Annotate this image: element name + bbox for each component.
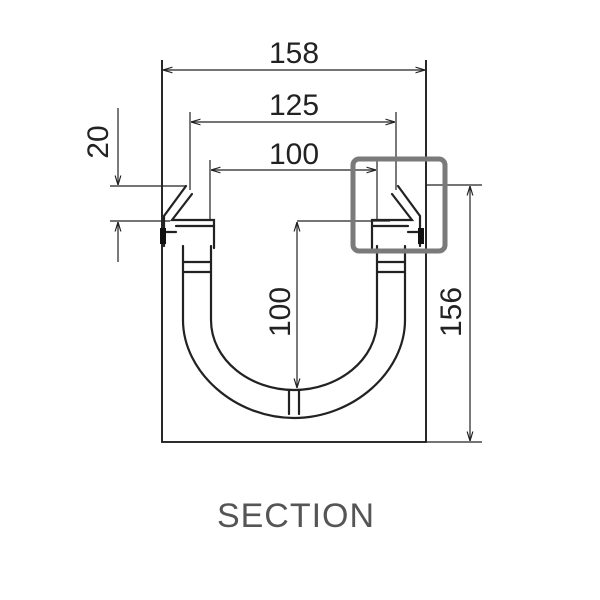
dim-label-overall-width: 158 xyxy=(269,37,319,70)
dim-label-overall-height: 156 xyxy=(435,287,468,337)
dim-label-inner-depth: 100 xyxy=(264,287,297,337)
section-caption: SECTION xyxy=(217,497,375,535)
channel-outer-wall xyxy=(181,244,407,420)
dim-label-grating-width: 125 xyxy=(269,89,319,122)
dim-label-frame-height: 20 xyxy=(82,125,115,158)
right-edge-frame xyxy=(370,184,424,250)
dim-label-inner-width: 100 xyxy=(269,138,319,171)
detail-highlight-box xyxy=(350,156,448,254)
left-edge-frame xyxy=(160,184,216,250)
channel-inner-wall xyxy=(209,244,379,392)
